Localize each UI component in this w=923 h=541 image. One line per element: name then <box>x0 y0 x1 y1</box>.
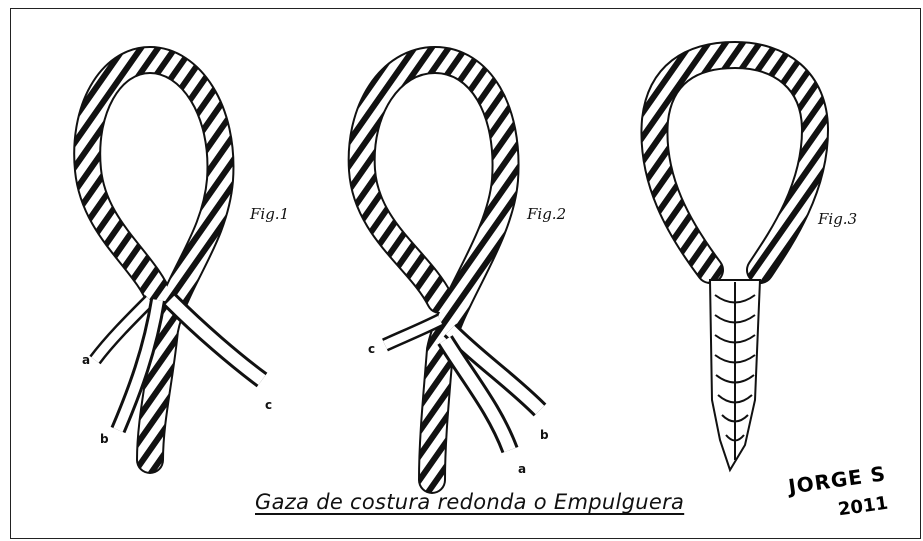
fig-2-strand-a: a <box>518 462 526 476</box>
fig-2-strand-c: c <box>368 342 375 356</box>
fig-3-label: Fig.3 <box>818 210 857 228</box>
figure-1-rope <box>87 60 262 460</box>
figure-2-rope <box>362 60 540 480</box>
fig-1-strand-c: c <box>265 398 272 412</box>
fig-1-strand-a: a <box>82 353 90 367</box>
signature-year: 2011 <box>837 493 890 521</box>
fig-2-label: Fig.2 <box>527 205 566 223</box>
fig-2-strand-b: b <box>540 428 549 442</box>
signature: JORGE S 2011 <box>788 468 898 528</box>
figure-3-rope <box>654 55 815 470</box>
caption: Gaza de costura redonda o Empulguera <box>255 490 684 514</box>
fig-1-strand-b: b <box>100 432 109 446</box>
fig-1-label: Fig.1 <box>250 205 289 223</box>
